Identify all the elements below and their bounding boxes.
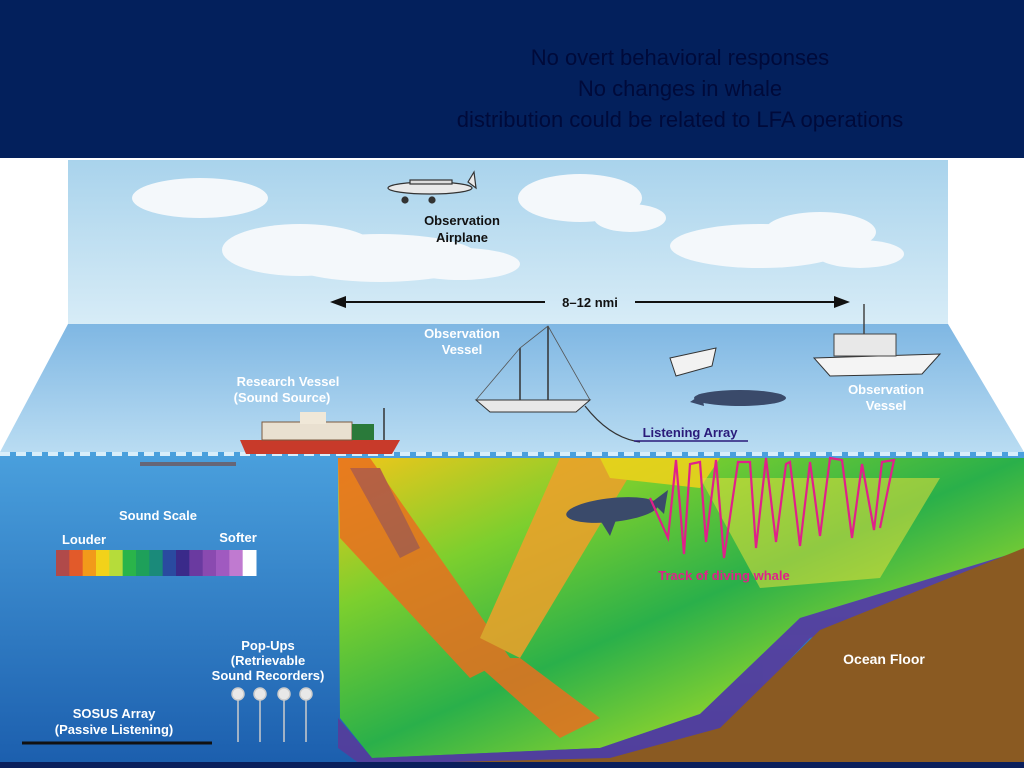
- small-boat-icon: [669, 347, 717, 377]
- research-vessel-icon: [240, 408, 400, 454]
- sound-scale-swatch: [122, 550, 137, 576]
- header-line-1: No overt behavioral responses: [530, 45, 830, 70]
- sailboat-icon: [474, 325, 592, 413]
- softer-label: Softer: [219, 530, 257, 545]
- header-line-2: No changes in whale: [577, 76, 783, 101]
- popups-label-2: (Retrievable: [231, 653, 305, 668]
- sosus-label-1: SOSUS Array: [73, 706, 156, 721]
- popups-label-1: Pop-Ups: [241, 638, 294, 653]
- research-vessel-label-2: (Sound Source): [234, 390, 331, 405]
- obs-vessel-right-label-1: Observation: [848, 382, 924, 397]
- sound-scale-swatch: [202, 550, 217, 576]
- sound-scale-swatch: [162, 550, 177, 576]
- obs-vessel-left-label-2: Vessel: [442, 342, 483, 357]
- ocean-floor: [372, 548, 1024, 764]
- obs-vessel-right-label-2: Vessel: [866, 398, 907, 413]
- sound-scale-swatch: [109, 550, 124, 576]
- distance-label: 8–12 nmi: [562, 295, 618, 310]
- track-label: Track of diving whale: [658, 568, 789, 583]
- sound-scale-swatch: [69, 550, 84, 576]
- sound-scale-swatch: [149, 550, 164, 576]
- popups-label-3: Sound Recorders): [212, 668, 325, 683]
- louder-label: Louder: [62, 532, 106, 547]
- sound-scale-swatch: [56, 550, 70, 576]
- sound-scale-label: Sound Scale: [119, 508, 197, 523]
- surface-whale-icon: [690, 390, 786, 406]
- distance-arrow: [330, 296, 850, 308]
- sound-scale-swatch: [136, 550, 150, 576]
- dive-track: [648, 456, 896, 559]
- sound-scale-bar: [56, 550, 257, 576]
- header-text: No overt behavioral responses No changes…: [360, 42, 1000, 135]
- sea-surface: [0, 324, 1024, 452]
- bottom-band: [0, 762, 1024, 768]
- airplane-label-1: Observation: [424, 213, 500, 228]
- observation-vessel-right-icon: [812, 304, 942, 377]
- sound-scale-swatch: [96, 550, 110, 576]
- sound-scale-swatch: [176, 550, 190, 576]
- research-vessel-label-1: Research Vessel: [237, 374, 340, 389]
- obs-vessel-left-label-1: Observation: [424, 326, 500, 341]
- airplane-label-2: Airplane: [436, 230, 488, 245]
- sound-scale-swatch: [242, 550, 257, 576]
- listening-array-label: Listening Array: [643, 425, 739, 440]
- ocean-floor-label: Ocean Floor: [843, 651, 925, 667]
- sound-scale-swatch: [189, 550, 204, 576]
- sound-scale-swatch: [229, 550, 244, 576]
- slide-header: No overt behavioral responses No changes…: [0, 0, 1024, 158]
- header-line-3: distribution could be related to LFA ope…: [456, 107, 904, 132]
- popup-recorders-icon: [231, 687, 313, 742]
- sound-scale-swatch: [216, 550, 230, 576]
- sosus-label-2: (Passive Listening): [55, 722, 173, 737]
- sound-scale-swatch: [82, 550, 97, 576]
- clouds: [132, 174, 904, 282]
- airplane-icon: [387, 170, 477, 204]
- diving-whale-icon: [566, 490, 668, 536]
- lfa-diagram: 8–12 nmi Observation Airplane Ocean Floo…: [0, 158, 1024, 768]
- towed-source: [140, 462, 236, 466]
